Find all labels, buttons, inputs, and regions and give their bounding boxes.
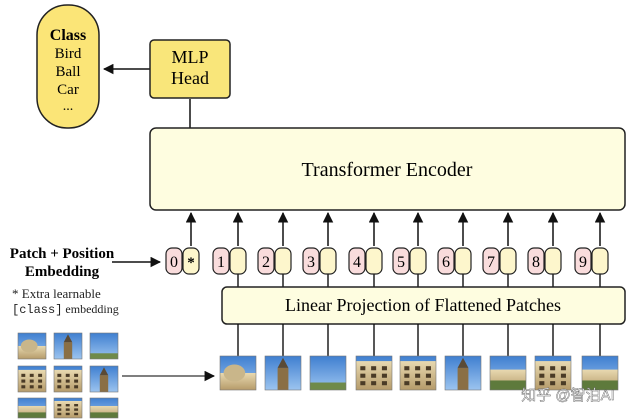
position-index: 0 [170,254,178,271]
position-embedding [392,247,410,275]
patch-token-8: 8 [527,247,562,275]
source-patch-1 [17,332,47,360]
patch-token-5: 5 [392,247,427,275]
position-embedding [437,247,455,275]
position-index: 1 [217,254,225,271]
position-embedding [212,247,230,275]
position-index: 2 [262,254,270,271]
class-embedding [182,247,200,275]
class-marker-asterisk: * [187,255,195,271]
position-index: 9 [579,254,587,271]
patch-token-9: 9 [574,247,609,275]
patch-token-4: 4 [348,247,383,275]
patch-token-2: 2 [257,247,292,275]
patch-embedding [454,247,472,275]
patch-embedding [409,247,427,275]
class-item-car: Car [57,82,79,98]
extra-learnable-note: * Extra learnable [12,286,101,301]
token-arrows [185,211,606,287]
position-index: 4 [353,254,361,271]
source-patch-5 [53,365,83,393]
class-item-bird: Bird [55,46,82,62]
flattened-patch-8 [534,355,572,391]
position-index: 3 [307,254,315,271]
position-embedding [348,247,366,275]
position-embedding [302,247,320,275]
patch-token-7: 7 [482,247,517,275]
source-patch-6 [89,365,119,393]
flattened-patch-9 [581,355,619,391]
flattened-patch-sequence [219,355,619,391]
class-code-token: [class] [12,303,62,317]
mlp-head-line2: Head [171,68,209,88]
position-embedding [527,247,545,275]
class-item-ball: Ball [56,64,81,80]
patch-embedding [591,247,609,275]
position-index: 6 [442,254,450,271]
patch-connectors [237,324,601,356]
patch-token-6: 6 [437,247,472,275]
flattened-patch-3 [309,355,347,391]
patch-embedding [544,247,562,275]
source-patch-4 [17,365,47,393]
embedding-word: embedding [62,302,118,316]
class-title: Class [50,27,86,44]
source-patch-8 [53,397,83,419]
source-patch-7 [17,397,47,419]
patch-embedding [499,247,517,275]
class-embedding-note: [class] embedding [12,302,119,317]
source-patch-9 [89,397,119,419]
flattened-patch-6 [444,355,482,391]
patch-embedding [319,247,337,275]
linear-projection-box: Linear Projection of Flattened Patches [221,286,626,325]
source-patch-2 [53,332,83,360]
flattened-patch-2 [264,355,302,391]
linear-projection-label: Linear Projection of Flattened Patches [285,295,561,315]
transformer-encoder-box: Transformer Encoder [149,127,626,211]
flattened-patch-1 [219,355,257,391]
patch-embedding-label-line2: Embedding [25,264,100,280]
position-embedding [165,247,183,275]
flattened-patch-7 [489,355,527,391]
patch-embedding [229,247,247,275]
position-index: 5 [397,254,405,271]
patch-embedding [365,247,383,275]
position-embedding [482,247,500,275]
source-image-patch-grid [17,332,119,419]
position-embedding [574,247,592,275]
position-embedding [257,247,275,275]
source-patch-3 [89,332,119,360]
mlp-head-box: MLP Head [149,39,231,99]
class-output-box: Class Bird Ball Car ... [36,4,100,129]
class-item-ellipsis: ... [63,99,74,114]
flattened-patch-5 [399,355,437,391]
patch-embedding [274,247,292,275]
flattened-patch-4 [355,355,393,391]
patch-embedding-label-line1: Patch + Position [10,246,115,262]
position-index: 8 [532,254,540,271]
mlp-head-line1: MLP [171,47,208,67]
transformer-encoder-label: Transformer Encoder [302,159,473,181]
patch-token-1: 1 [212,247,247,275]
watermark-text: 知乎 @智泊AI [521,386,615,404]
patch-token-3: 3 [302,247,337,275]
class-token: 0* [165,247,200,275]
position-index: 7 [487,254,495,271]
